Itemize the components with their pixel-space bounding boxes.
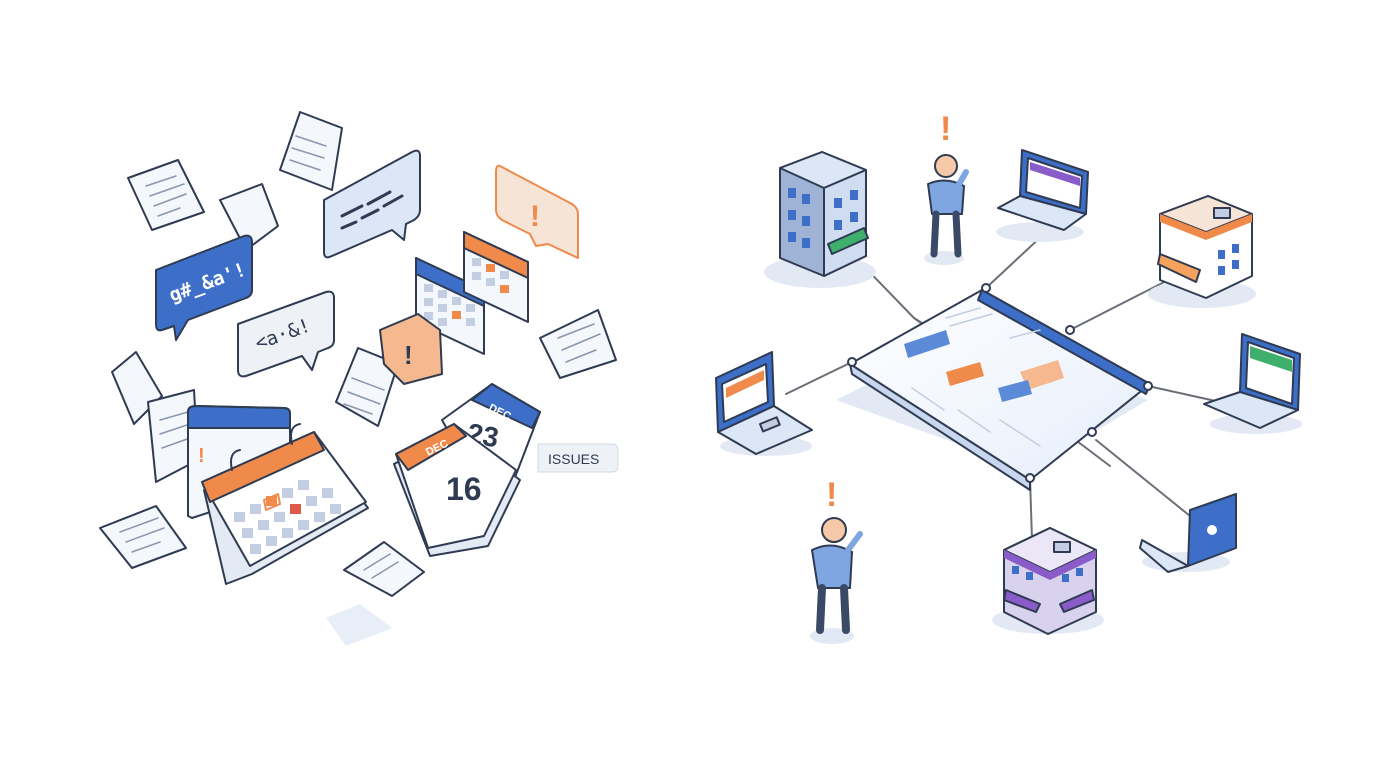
document-icon — [279, 111, 343, 191]
laptop-icon — [996, 149, 1089, 242]
store-icon — [1148, 195, 1256, 308]
document-icon — [127, 159, 205, 231]
sticky-note-icon: ! — [379, 313, 443, 385]
chat-bubble-icon: g#_&a'! — [155, 234, 253, 341]
dashboard-board-icon — [847, 283, 1153, 491]
calendar-icon — [201, 423, 369, 585]
chat-bubble-icon — [323, 149, 421, 259]
person-icon: ! — [810, 476, 863, 644]
right-network-cluster: ! — [715, 110, 1302, 644]
person-alert-glyph: ! — [826, 476, 837, 514]
document-icon — [539, 309, 617, 379]
left-chaos-cluster: g#_&a'! <a·&! ! — [99, 111, 619, 646]
calendar-icon — [463, 231, 529, 323]
document-icon — [99, 505, 187, 569]
calendar-icon: DEC 16 — [393, 423, 521, 557]
alert-bubble-icon: ! — [495, 164, 579, 259]
issues-tag: ISSUES — [537, 443, 619, 473]
document-icon — [343, 541, 425, 597]
issues-label: ISSUES — [548, 451, 599, 467]
person-icon: ! — [924, 110, 969, 265]
laptop-icon — [1139, 493, 1237, 573]
document-icon — [326, 604, 392, 646]
person-alert-glyph: ! — [940, 110, 951, 148]
laptop-icon — [1203, 333, 1302, 434]
document-icon — [147, 389, 199, 483]
note-alert-glyph: ! — [404, 340, 413, 370]
building-icon — [764, 151, 876, 288]
chat-bubble-icon: <a·&! — [237, 290, 335, 378]
store-icon — [992, 527, 1104, 635]
laptop-icon — [715, 351, 813, 456]
calendar-day: 16 — [446, 471, 482, 507]
alert-glyph: ! — [530, 200, 540, 233]
document-icon — [219, 183, 279, 251]
window-alert-glyph: ! — [198, 445, 205, 467]
